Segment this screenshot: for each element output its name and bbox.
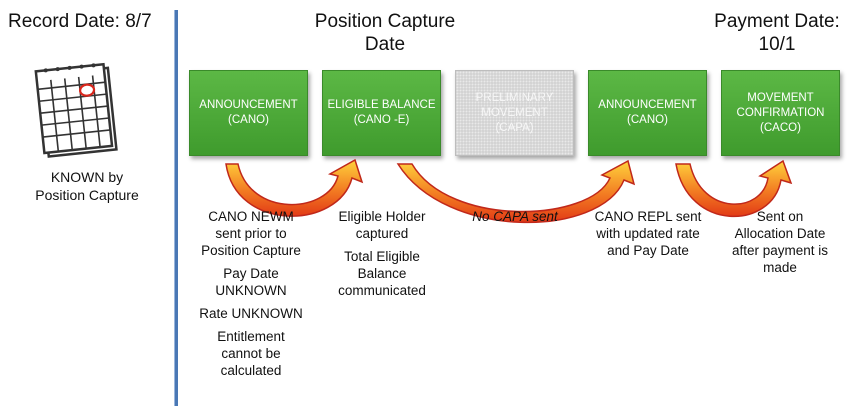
note-line: Rate UNKNOWN <box>199 306 303 321</box>
known-caption-line2: Position Capture <box>35 187 139 203</box>
step-line: MOVEMENT <box>747 91 814 104</box>
known-caption: KNOWN by Position Capture <box>12 168 162 204</box>
step-line: (CANO) <box>228 114 269 126</box>
note-line: Eligible Holder <box>338 209 426 224</box>
note-line: made <box>763 260 797 275</box>
step-preliminary-movement: PRELIMINARY MOVEMENT (CAPA) <box>455 70 574 156</box>
known-caption-line1: KNOWN by <box>50 169 124 185</box>
step-movement-confirmation: MOVEMENT CONFIRMATION (CACO) <box>721 70 840 156</box>
note-column-1: CANO NEWM sent prior to Position Capture… <box>186 208 316 385</box>
note-line: and Pay Date <box>607 243 689 258</box>
note-column-2: Eligible Holder captured Total Eligible … <box>322 208 442 305</box>
note-column-5: Sent on Allocation Date after payment is… <box>718 208 842 282</box>
note-line: cannot be <box>221 346 281 361</box>
step-line: PRELIMINARY <box>475 91 554 104</box>
note-column-3: No CAPA sent <box>455 208 575 231</box>
note-paragraph: Pay Date UNKNOWN <box>186 265 316 299</box>
note-line: sent prior to <box>215 226 287 241</box>
step-announcement-cano-repl: ANNOUNCEMENT (CANO) <box>588 70 707 156</box>
note-paragraph: Total Eligible Balance communicated <box>322 248 442 299</box>
note-line: Allocation Date <box>734 226 826 241</box>
note-line: captured <box>355 226 409 241</box>
note-paragraph: Entitlement cannot be calculated <box>186 328 316 379</box>
note-line: UNKNOWN <box>215 283 287 298</box>
note-line: calculated <box>220 363 282 378</box>
note-line: CANO NEWM <box>208 209 294 224</box>
position-capture-date-line2: Date <box>364 34 406 55</box>
payment-date-line1: Payment Date: <box>714 11 840 32</box>
step-line: (CAPA) <box>495 121 534 134</box>
note-paragraph: CANO REPL sent with updated rate and Pay… <box>585 208 711 259</box>
arrow-announcement-to-caco <box>675 159 793 218</box>
note-line: Position Capture <box>201 243 301 258</box>
step-line: (CANO) <box>627 114 668 126</box>
step-line: (CANO -E) <box>353 114 410 126</box>
step-line: CONFIRMATION <box>736 106 825 119</box>
arrow-cano-to-eligible <box>225 158 364 217</box>
note-line: with updated rate <box>596 226 700 241</box>
step-line: ANNOUNCEMENT <box>199 99 298 111</box>
note-column-4: CANO REPL sent with updated rate and Pay… <box>585 208 711 265</box>
note-paragraph: Rate UNKNOWN <box>186 305 316 322</box>
record-date-label: Record Date: 8/7 <box>8 11 152 32</box>
note-line: communicated <box>338 283 426 298</box>
note-line: Sent on <box>756 209 804 224</box>
note-line: after payment is <box>731 243 829 258</box>
step-announcement-cano: ANNOUNCEMENT (CANO) <box>189 70 308 156</box>
step-line: ELIGIBLE BALANCE <box>327 99 436 111</box>
note-line: Balance <box>357 266 407 281</box>
step-line: ANNOUNCEMENT <box>598 99 697 111</box>
calendar-icon <box>34 62 118 158</box>
payment-date-label: Payment Date: 10/1 <box>712 10 842 56</box>
note-line: CANO REPL sent <box>594 209 702 224</box>
step-eligible-balance: ELIGIBLE BALANCE (CANO -E) <box>322 70 441 156</box>
arrow-eligible-to-announcement <box>396 159 636 223</box>
note-paragraph: Sent on Allocation Date after payment is… <box>718 208 842 276</box>
note-line: Pay Date <box>223 266 279 281</box>
step-line: (CACO) <box>760 121 801 134</box>
note-line: No CAPA sent <box>472 209 558 224</box>
position-capture-date-label: Position Capture Date <box>290 10 480 56</box>
note-line: Total Eligible <box>344 249 420 264</box>
step-line: MOVEMENT <box>481 106 548 119</box>
payment-date-line2: 10/1 <box>758 34 796 55</box>
note-paragraph: CANO NEWM sent prior to Position Capture <box>186 208 316 259</box>
note-line: Entitlement <box>217 329 285 344</box>
note-paragraph: No CAPA sent <box>455 208 575 225</box>
timeline-divider <box>174 10 178 406</box>
position-capture-date-line1: Position Capture <box>314 11 456 32</box>
note-paragraph: Eligible Holder captured <box>322 208 442 242</box>
